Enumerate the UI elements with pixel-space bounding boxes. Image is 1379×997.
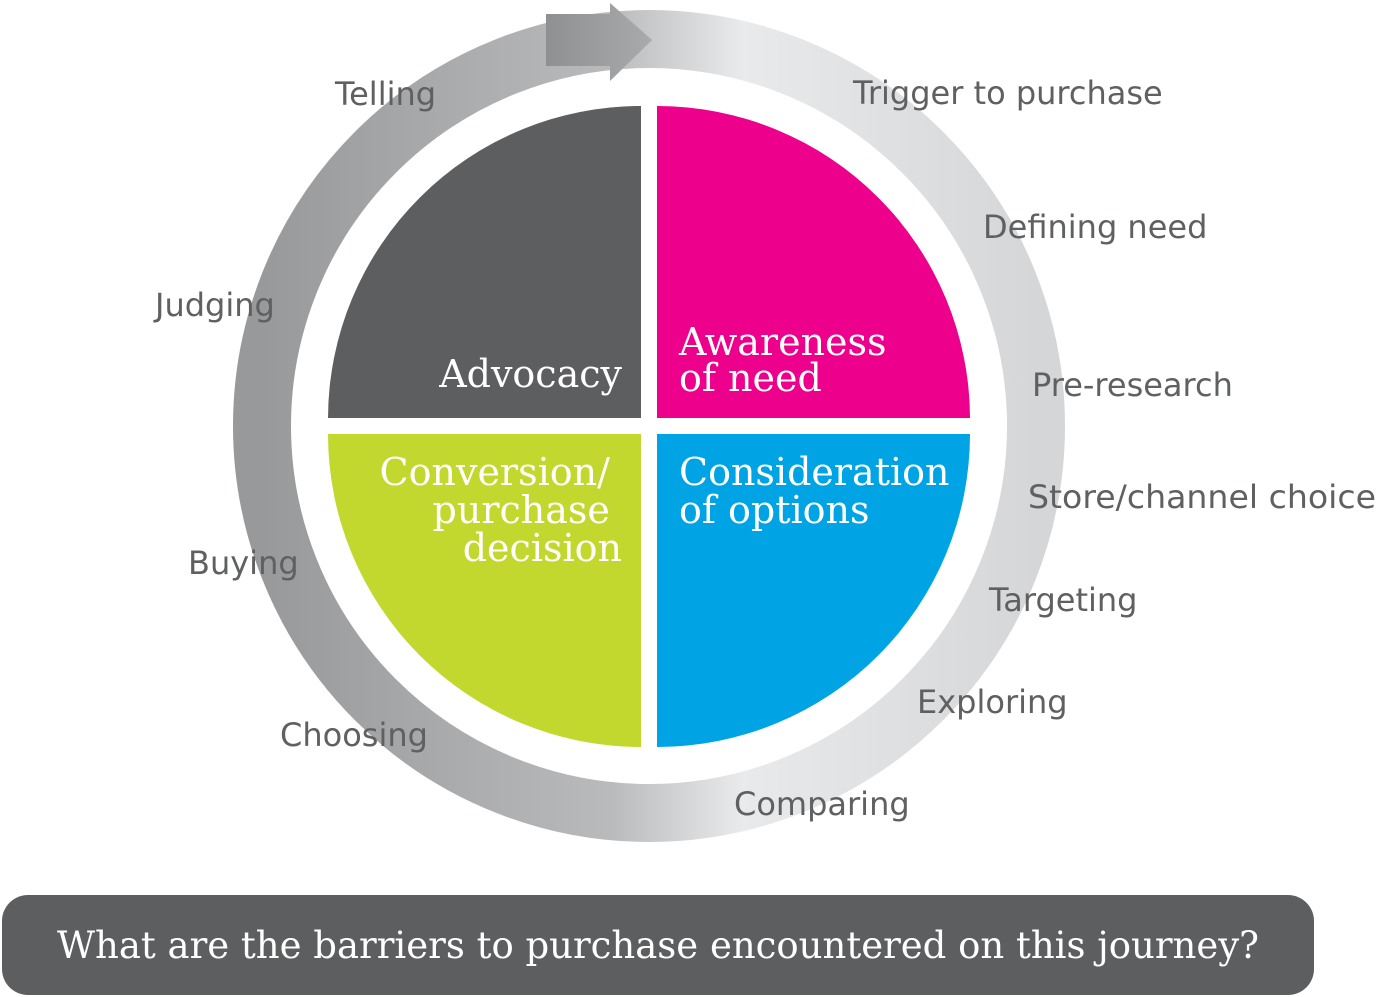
stage-judging: Judging <box>153 286 275 324</box>
quadrant-label-conversion: Conversion/ purchase decision <box>380 450 622 570</box>
stage-exploring: Exploring <box>917 683 1068 721</box>
quadrant-conversion <box>328 434 641 747</box>
quadrant-advocacy <box>328 106 641 418</box>
stage-targeting: Targeting <box>988 581 1137 619</box>
quadrant-label-advocacy: Advocacy <box>438 352 622 396</box>
quadrant-label-consideration: Consideration of options <box>679 450 962 532</box>
cycle-arrow-head-icon <box>546 3 652 81</box>
quadrant-label-awareness: Awareness of need <box>678 320 899 400</box>
stage-defining-need: Defining need <box>983 208 1207 246</box>
stage-telling: Telling <box>334 75 436 113</box>
quadrant-awareness-of-need <box>657 105 970 418</box>
question-banner: What are the barriers to purchase encoun… <box>2 895 1314 995</box>
stage-choosing: Choosing <box>280 716 428 754</box>
quadrant-consideration <box>657 434 970 747</box>
stage-store-channel-choice: Store/channel choice <box>1028 478 1376 516</box>
stage-trigger-to-purchase: Trigger to purchase <box>852 74 1163 112</box>
stage-labels: Telling Trigger to purchase Defining nee… <box>153 74 1376 823</box>
stage-comparing: Comparing <box>734 785 910 823</box>
question-text: What are the barriers to purchase encoun… <box>56 923 1259 967</box>
stage-pre-research: Pre-research <box>1032 366 1233 404</box>
stage-buying: Buying <box>188 544 299 582</box>
